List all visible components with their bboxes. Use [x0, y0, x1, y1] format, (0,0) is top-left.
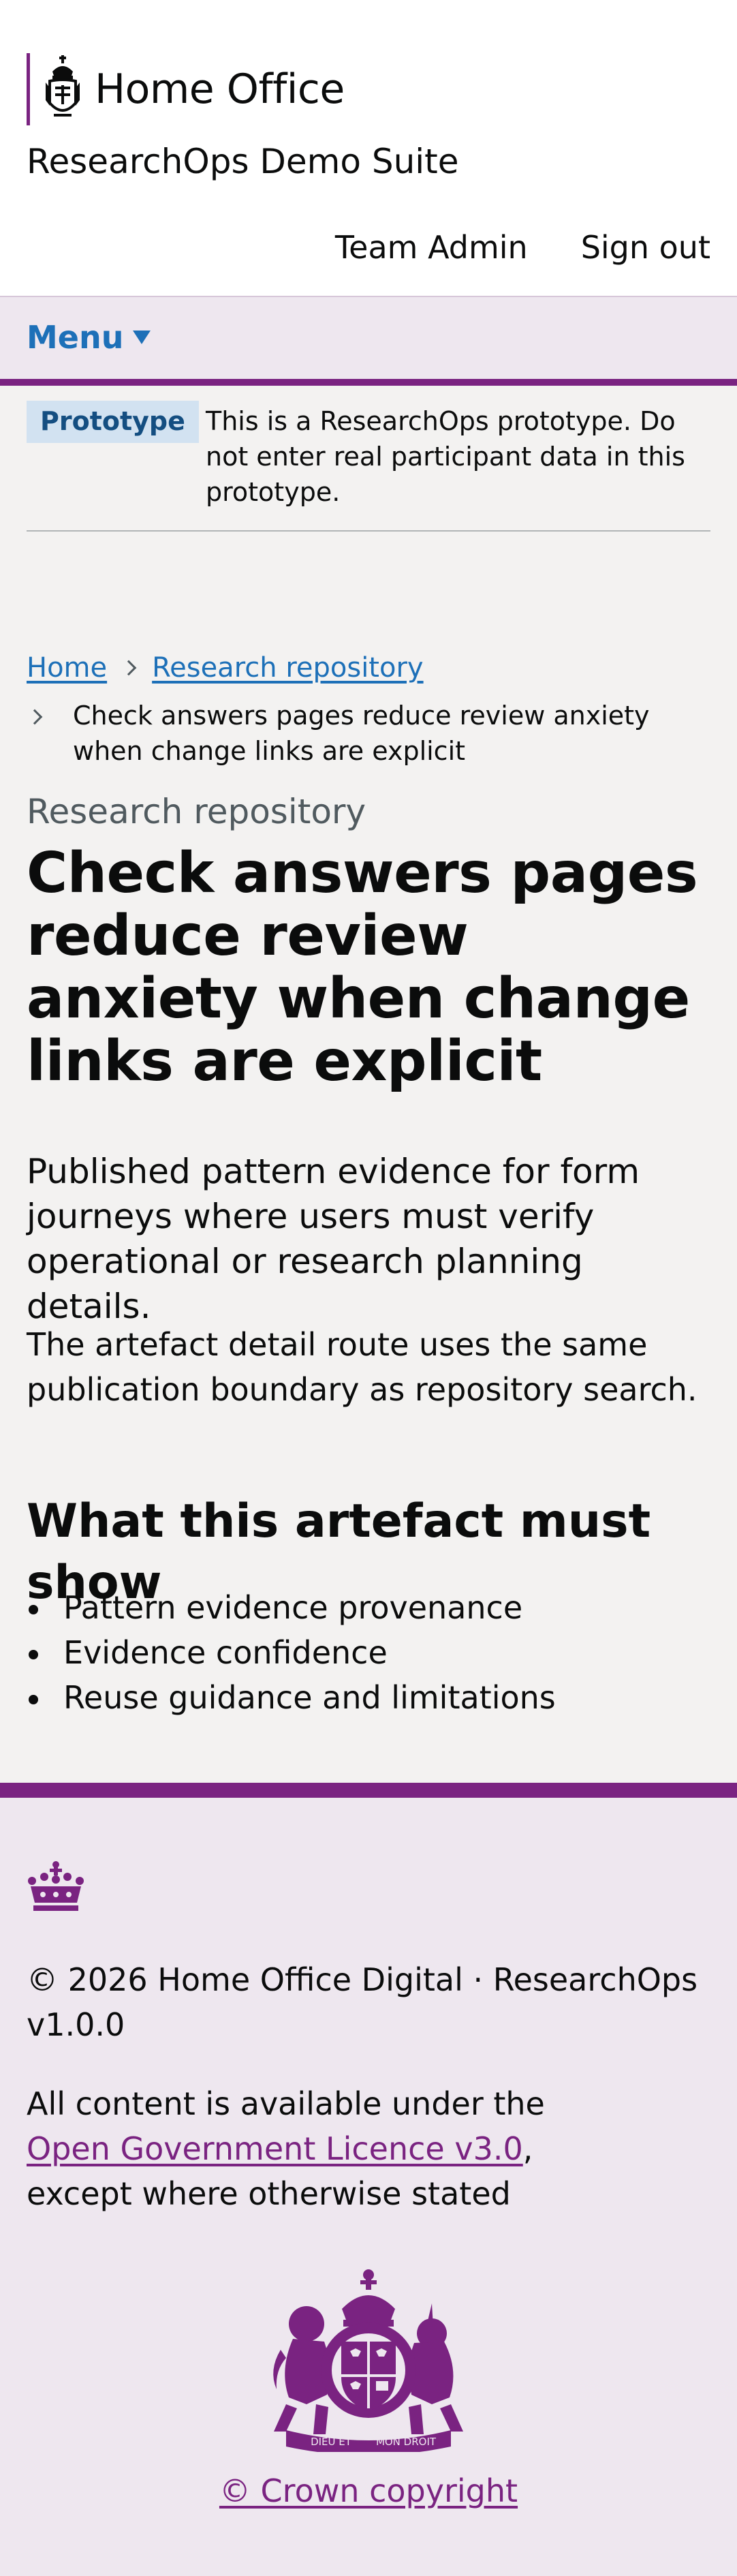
crown-copyright: © Crown copyright [0, 2472, 737, 2509]
page-caption: Research repository [27, 792, 366, 831]
list-item: Evidence confidence [27, 1630, 710, 1675]
licence-statement: All content is available under the Open … [27, 2081, 710, 2216]
royal-coat-of-arms-icon: DIEU ET MON DROIT [266, 2268, 471, 2455]
page-title: Check answers pages reduce review anxiet… [27, 841, 698, 1094]
arms-motto-left: DIEU ET [311, 2436, 352, 2448]
team-admin-link[interactable]: Team Admin [334, 229, 528, 266]
open-government-licence-link[interactable]: Open Government Licence v3.0 [27, 2130, 523, 2167]
site-header: Home Office ResearchOps Demo Suite Team … [0, 0, 737, 296]
breadcrumb: Home Research repository Check answers p… [27, 643, 710, 769]
licence-prefix: All content is available under the [27, 2085, 545, 2122]
body-paragraph: The artefact detail route uses the same … [27, 1326, 697, 1408]
service-name-link[interactable]: ResearchOps Demo Suite [27, 142, 459, 181]
site-footer: © 2026 Home Office Digital · ResearchOps… [0, 1783, 737, 2576]
phase-banner: Prototype This is a ResearchOps prototyp… [27, 386, 710, 532]
arms-motto-right: MON DROIT [376, 2436, 437, 2448]
lead-paragraph: Published pattern evidence for form jour… [27, 1152, 640, 1326]
menu-label: Menu [27, 319, 124, 356]
breadcrumb-home-link[interactable]: Home [27, 652, 108, 684]
licence-suffix-comma: , [522, 2130, 533, 2167]
sign-out-link[interactable]: Sign out [580, 229, 710, 266]
chevron-right-icon [121, 660, 137, 676]
menu-toggle-button[interactable]: Menu [27, 319, 151, 356]
organisation-logo-link[interactable]: Home Office [27, 53, 345, 125]
crown-icon [27, 1860, 85, 1915]
account-navigation: Team Admin Sign out [335, 229, 710, 266]
phase-tag: Prototype [27, 401, 199, 443]
footer-meta-text: © 2026 Home Office Digital · ResearchOps… [27, 1961, 698, 2043]
breadcrumb-repository-link[interactable]: Research repository [152, 652, 424, 684]
breadcrumb-current-page: Check answers pages reduce review anxiet… [73, 701, 650, 766]
list-item: Pattern evidence provenance [27, 1585, 710, 1630]
caret-down-icon [133, 331, 151, 344]
chevron-right-icon [27, 709, 43, 725]
phase-banner-text: This is a ResearchOps prototype. Do not … [206, 406, 685, 507]
crown-copyright-link[interactable]: © Crown copyright [219, 2472, 518, 2509]
section-heading: What this artefact must show [27, 1494, 651, 1610]
home-office-crest-icon [43, 55, 82, 123]
list-item: Reuse guidance and limitations [27, 1675, 710, 1720]
licence-suffix: except where otherwise stated [27, 2175, 511, 2212]
artefact-requirements-list: Pattern evidence provenance Evidence con… [27, 1585, 710, 1720]
service-navigation-bar: Menu [0, 296, 737, 386]
organisation-name: Home Office [95, 65, 345, 113]
